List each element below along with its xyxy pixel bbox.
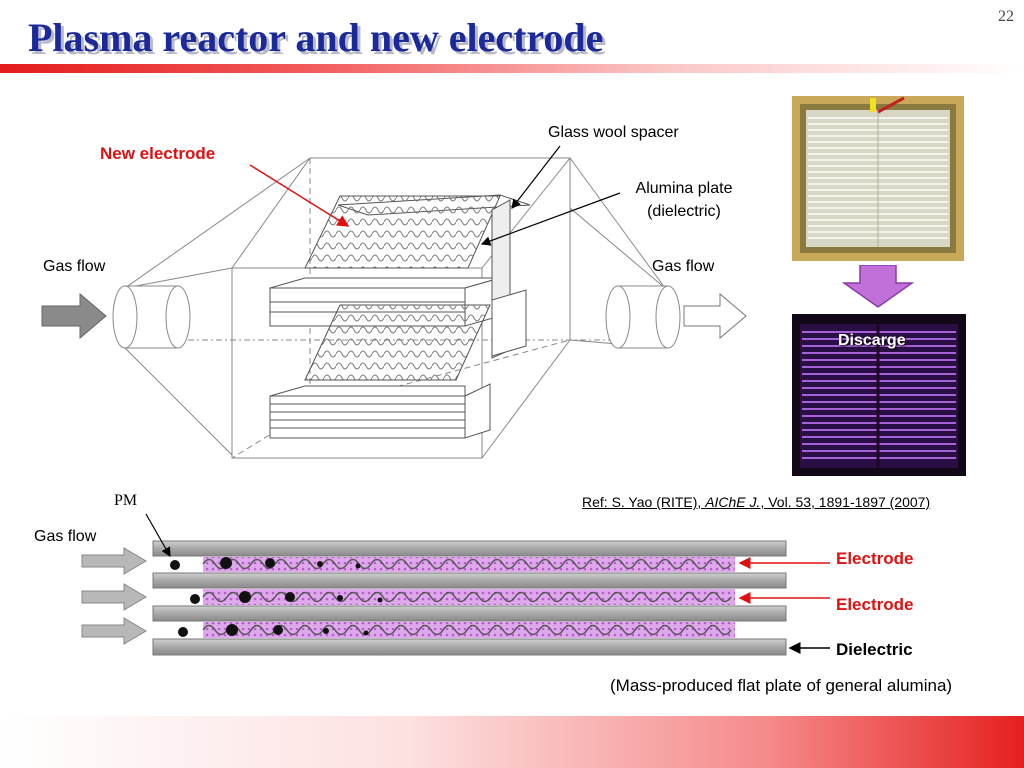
footer-band (0, 716, 1024, 768)
inlet-pipe (112, 285, 191, 349)
glass-wool-label: Glass wool spacer (548, 124, 679, 141)
gas-flow-out-arrow (683, 292, 747, 340)
gas-flow-in-arrow (41, 292, 107, 340)
alumina-pointer (480, 192, 621, 246)
page-number: 22 (998, 8, 1014, 25)
mass-produced-note: (Mass-produced flat plate of general alu… (610, 676, 953, 695)
gas-flow-out-label: Gas flow (652, 258, 715, 275)
discharge-photo (792, 314, 966, 476)
new-electrode-pointer (249, 164, 350, 227)
pm-label: PM (114, 492, 138, 509)
new-electrode-label: New electrode (100, 144, 216, 163)
cross-section-diagram (81, 513, 830, 656)
alumina-label-line1: Alumina plate (635, 180, 733, 197)
slide-title: Plasma reactor and new electrode (28, 15, 604, 60)
gas-flow-in-label: Gas flow (43, 258, 106, 275)
discharge-label: Discarge (838, 332, 906, 349)
ref-journal: AIChE J. (705, 494, 761, 510)
reactor-diagram (41, 145, 747, 459)
ref-suffix: , Vol. 53, 1891-1897 (2007) (760, 494, 931, 510)
outlet-pipe (605, 285, 681, 349)
down-arrow (842, 265, 914, 308)
header-divider (0, 64, 1024, 73)
lower-electrode-stack (269, 304, 491, 439)
pm-particles (170, 557, 383, 637)
dielectric-label: Dielectric (836, 640, 913, 659)
electrode-label-1: Electrode (836, 549, 914, 568)
alumina-label-line2: (dielectric) (647, 203, 721, 220)
reference-citation: Ref: S. Yao (RITE), AIChE J., Vol. 53, 1… (582, 494, 930, 510)
ref-prefix: Ref: S. Yao (RITE), (582, 494, 706, 510)
electrode-label-2: Electrode (836, 595, 914, 614)
electrode-photo (792, 96, 964, 261)
glass-wool-pointer (511, 145, 561, 209)
cross-section-gas-flow-label: Gas flow (34, 528, 97, 545)
